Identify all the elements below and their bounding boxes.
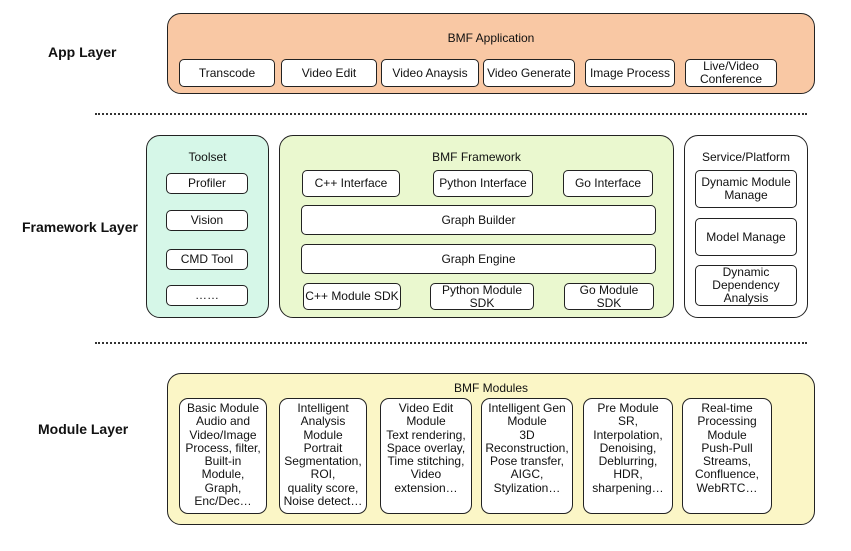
app-layer-label: App Layer — [48, 44, 117, 60]
app-item-video-analysis: Video Anaysis — [381, 59, 479, 87]
toolset-item-more: …… — [166, 285, 248, 306]
model-manage-box: Model Manage — [695, 218, 797, 256]
module-intelligent-analysis: Intelligent Analysis Module Portrait Seg… — [279, 398, 367, 514]
toolset-item-cmd-tool: CMD Tool — [166, 249, 248, 270]
python-interface-box: Python Interface — [433, 170, 533, 197]
bmf-framework-panel: BMF Framework C++ Interface Python Inter… — [279, 135, 674, 318]
graph-engine-box: Graph Engine — [301, 244, 656, 274]
dynamic-module-manage-box: Dynamic Module Manage — [695, 170, 797, 208]
python-module-sdk-box: Python Module SDK — [430, 283, 534, 310]
separator-app-framework — [95, 113, 807, 115]
toolset-panel: Toolset Profiler Vision CMD Tool …… — [146, 135, 269, 318]
dynamic-dependency-analysis-box: Dynamic Dependency Analysis — [695, 265, 797, 306]
app-item-video-edit: Video Edit — [281, 59, 377, 87]
app-item-video-generate: Video Generate — [483, 59, 575, 87]
bmf-modules-title: BMF Modules — [453, 381, 529, 395]
service-platform-panel: Service/Platform Dynamic Module Manage M… — [684, 135, 808, 318]
bmf-application-title: BMF Application — [447, 31, 535, 45]
cpp-interface-box: C++ Interface — [302, 170, 400, 197]
toolset-title: Toolset — [188, 150, 227, 164]
cpp-module-sdk-box: C++ Module SDK — [303, 283, 401, 310]
service-platform-title: Service/Platform — [701, 150, 791, 164]
framework-layer-label: Framework Layer — [22, 219, 138, 235]
go-interface-box: Go Interface — [563, 170, 653, 197]
module-layer-label: Module Layer — [38, 421, 129, 437]
module-real-time-processing: Real-time Processing Module Push-Pull St… — [682, 398, 772, 514]
bmf-application-panel: BMF Application Transcode Video Edit Vid… — [167, 13, 815, 94]
separator-framework-module — [95, 342, 807, 344]
module-pre: Pre Module SR, Interpolation, Denoising,… — [583, 398, 673, 514]
toolset-item-profiler: Profiler — [166, 173, 248, 194]
module-intelligent-gen: Intelligent Gen Module 3D Reconstruction… — [481, 398, 573, 514]
app-item-live-video-conference: Live/Video Conference — [685, 59, 777, 87]
module-video-edit: Video Edit Module Text rendering, Space … — [380, 398, 472, 514]
app-item-image-process: Image Process — [585, 59, 675, 87]
bmf-framework-title: BMF Framework — [432, 150, 521, 164]
app-item-transcode: Transcode — [179, 59, 275, 87]
go-module-sdk-box: Go Module SDK — [564, 283, 654, 310]
bmf-modules-panel: BMF Modules Basic Module Audio and Video… — [167, 373, 815, 525]
toolset-item-vision: Vision — [166, 210, 248, 231]
module-basic: Basic Module Audio and Video/Image Proce… — [179, 398, 267, 514]
graph-builder-box: Graph Builder — [301, 205, 656, 235]
